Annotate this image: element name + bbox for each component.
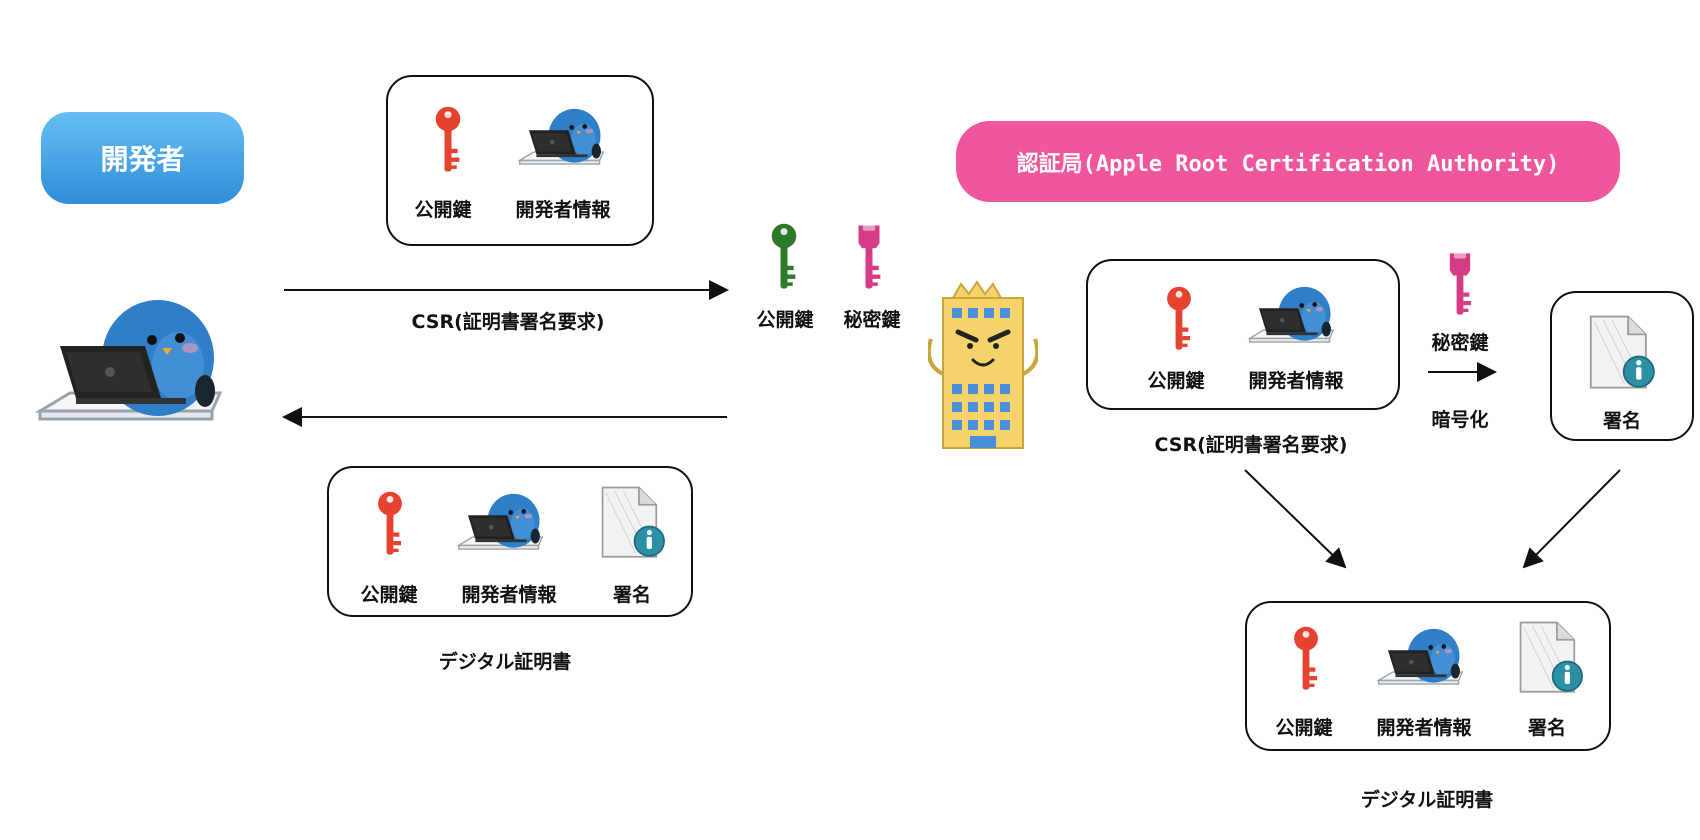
ca-certificate-box: 公開鍵 開発者情報 署名	[1245, 601, 1611, 751]
developer-title-pill: 開発者	[41, 112, 244, 204]
private-key-label: 秘密鍵	[843, 309, 901, 331]
ca-csr-box: 公開鍵 開発者情報	[1086, 259, 1400, 410]
signature-label: 署名	[1602, 410, 1642, 432]
signature-to-certificate-arrow	[1522, 469, 1621, 569]
public-key-label: 公開鍵	[756, 309, 814, 331]
ca-csr-caption: CSR(証明書署名要求)	[1154, 434, 1348, 456]
signature-label: 署名	[1527, 717, 1567, 739]
certificate-box: 公開鍵 開発者情報 署名	[327, 466, 693, 617]
developer-info-label: 開発者情報	[515, 199, 611, 221]
signature-label: 署名	[612, 584, 652, 606]
developer-title: 開発者	[100, 143, 185, 176]
developer-info-label: 開発者情報	[1248, 370, 1344, 392]
certificate-authority-title: 認証局(Apple Root Certification Authority)	[1016, 151, 1560, 177]
csr-flow-label: CSR(証明書署名要求)	[411, 311, 605, 333]
signature-box: 署名	[1550, 291, 1694, 441]
public-key-label: 公開鍵	[1275, 717, 1333, 739]
csr-to-certificate-arrow	[1244, 469, 1347, 569]
encryption-label: 暗号化	[1431, 409, 1489, 431]
public-key-label: 公開鍵	[414, 199, 472, 221]
developer-info-label: 開発者情報	[461, 584, 557, 606]
developer-info-label: 開発者情報	[1376, 717, 1472, 739]
public-key-label: 公開鍵	[360, 584, 418, 606]
public-key-label: 公開鍵	[1147, 370, 1205, 392]
private-key-label: 秘密鍵	[1431, 332, 1489, 354]
certificate-authority-pill: 認証局(Apple Root Certification Authority)	[956, 121, 1620, 202]
certificate-caption: デジタル証明書	[438, 651, 572, 673]
csr-box: 公開鍵 開発者情報	[386, 75, 654, 246]
ca-certificate-caption: デジタル証明書	[1360, 789, 1494, 811]
